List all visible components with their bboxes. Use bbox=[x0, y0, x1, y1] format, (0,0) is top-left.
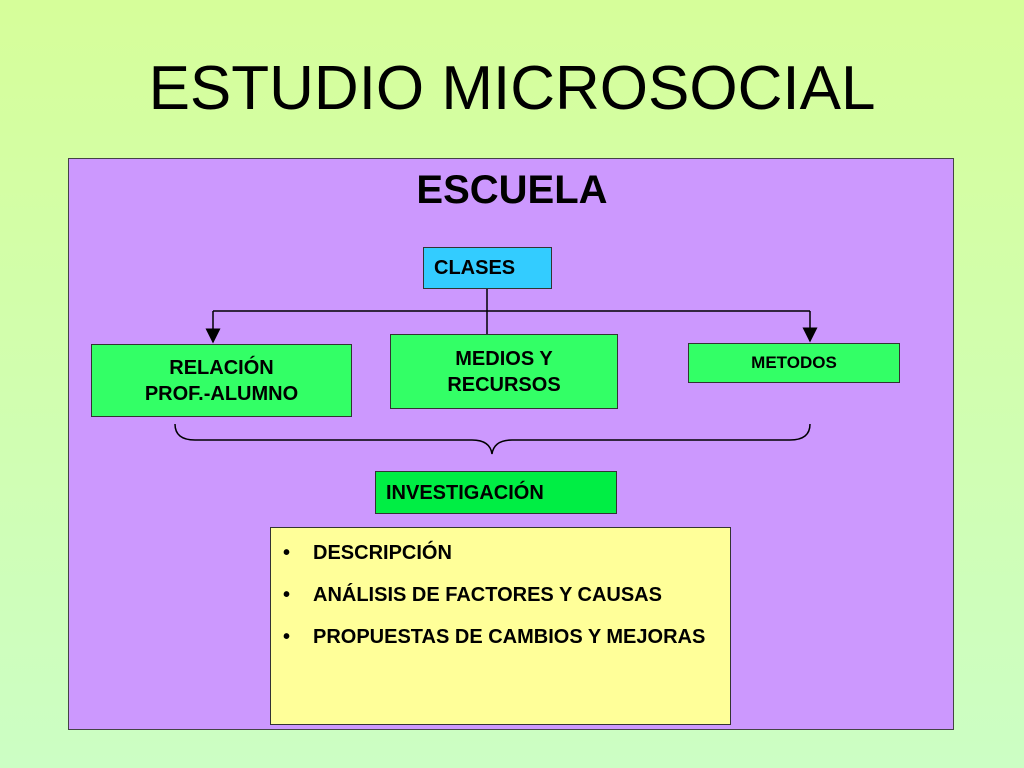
relacion-box: RELACIÓN PROF.-ALUMNO bbox=[91, 344, 352, 417]
list-item: DESCRIPCIÓN bbox=[271, 538, 720, 568]
brace-shape bbox=[174, 423, 811, 455]
clases-box: CLASES bbox=[423, 247, 552, 289]
metodos-box: METODOS bbox=[688, 343, 900, 383]
list-item: ANÁLISIS DE FACTORES Y CAUSAS bbox=[271, 580, 720, 610]
list-item: PROPUESTAS DE CAMBIOS Y MEJORAS bbox=[271, 622, 720, 652]
investigation-list-box: DESCRIPCIÓN ANÁLISIS DE FACTORES Y CAUSA… bbox=[270, 527, 731, 725]
medios-box: MEDIOS Y RECURSOS bbox=[390, 334, 618, 409]
slide-title: ESTUDIO MICROSOCIAL bbox=[148, 54, 876, 123]
panel-title: ESCUELA bbox=[416, 168, 608, 212]
investigation-list: DESCRIPCIÓN ANÁLISIS DE FACTORES Y CAUSA… bbox=[271, 538, 720, 652]
investigacion-box: INVESTIGACIÓN bbox=[375, 471, 617, 514]
